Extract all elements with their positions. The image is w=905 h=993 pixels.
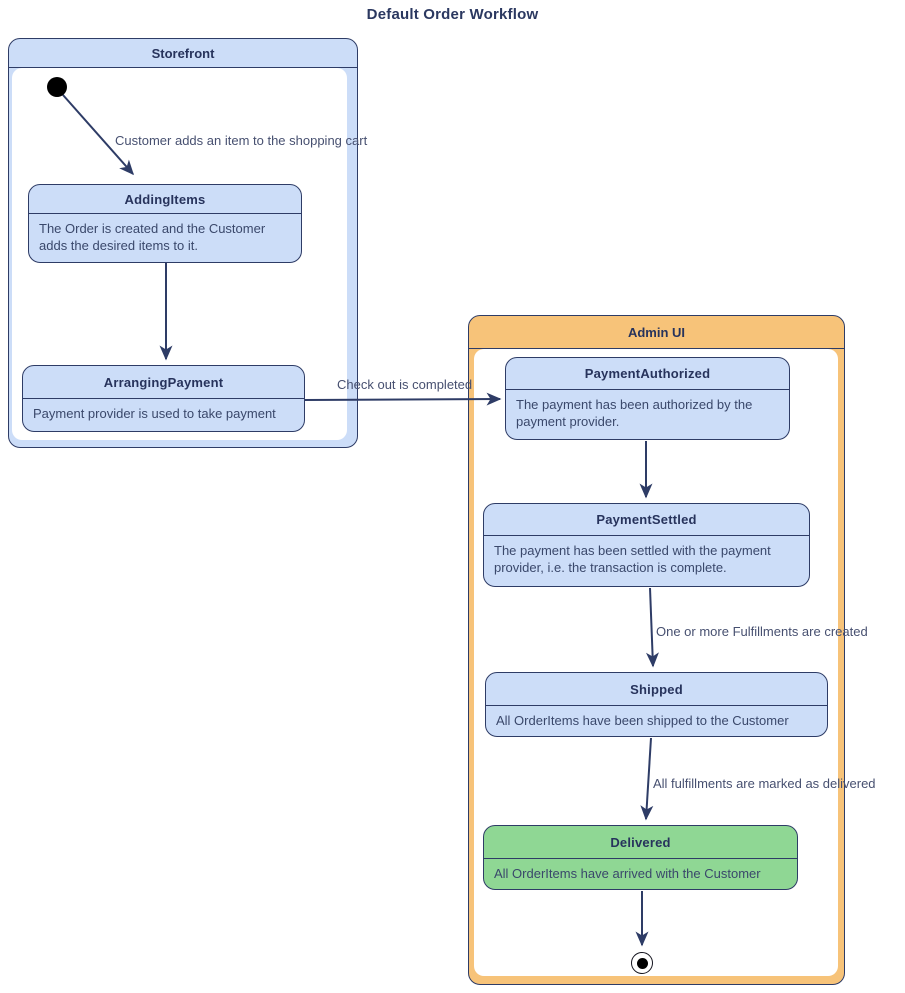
transition-label-checkout-completed: Check out is completed [337,377,473,392]
state-shipped-name: Shipped [630,681,683,697]
final-state-inner-dot [636,957,648,969]
transition-initial-to-addingitems [62,94,134,176]
container-storefront-divider [9,67,357,68]
state-paymentsettled-description: The payment has been settled with the pa… [484,535,809,586]
initial-state-icon [47,77,67,97]
state-delivered: Delivered All OrderItems have arrived wi… [483,825,798,890]
state-addingitems-description: The Order is created and the Customer ad… [29,213,301,262]
state-shipped: Shipped All OrderItems have been shipped… [485,672,828,737]
state-delivered-name: Delivered [610,834,671,850]
state-paymentauthorized: PaymentAuthorized The payment has been a… [505,357,790,440]
transition-label-customer-adds-item: Customer adds an item to the shopping ca… [115,133,368,148]
final-state-icon [631,952,653,974]
container-storefront-label: Storefront [151,46,215,61]
container-admin-ui-label: Admin UI [627,325,686,340]
state-arrangingpayment: ArrangingPayment Payment provider is use… [22,365,305,432]
transition-paymentsettled-to-shipped [645,587,659,668]
state-arrangingpayment-name: ArrangingPayment [103,374,224,390]
state-addingitems: AddingItems The Order is created and the… [28,184,302,263]
diagram-title: Default Order Workflow [366,6,539,23]
state-paymentauthorized-description: The payment has been authorized by the p… [506,389,789,439]
state-paymentsettled-name: PaymentSettled [596,512,697,527]
state-shipped-description: All OrderItems have been shipped to the … [486,705,827,736]
state-paymentauthorized-name: PaymentAuthorized [584,366,711,381]
container-admin-ui-divider [469,348,844,349]
state-delivered-description: All OrderItems have arrived with the Cus… [484,858,797,889]
state-arrangingpayment-description: Payment provider is used to take payment [23,398,304,431]
transition-label-fulfillments-created: One or more Fulfillments are created [656,624,868,639]
state-paymentsettled: PaymentSettled The payment has been sett… [483,503,810,587]
transition-shipped-to-delivered [640,737,654,821]
state-addingitems-name: AddingItems [124,191,206,207]
transition-label-fulfillments-delivered: All fulfillments are marked as delivered [653,776,876,791]
transition-arrangingpayment-to-paymentauthorized [304,392,502,406]
